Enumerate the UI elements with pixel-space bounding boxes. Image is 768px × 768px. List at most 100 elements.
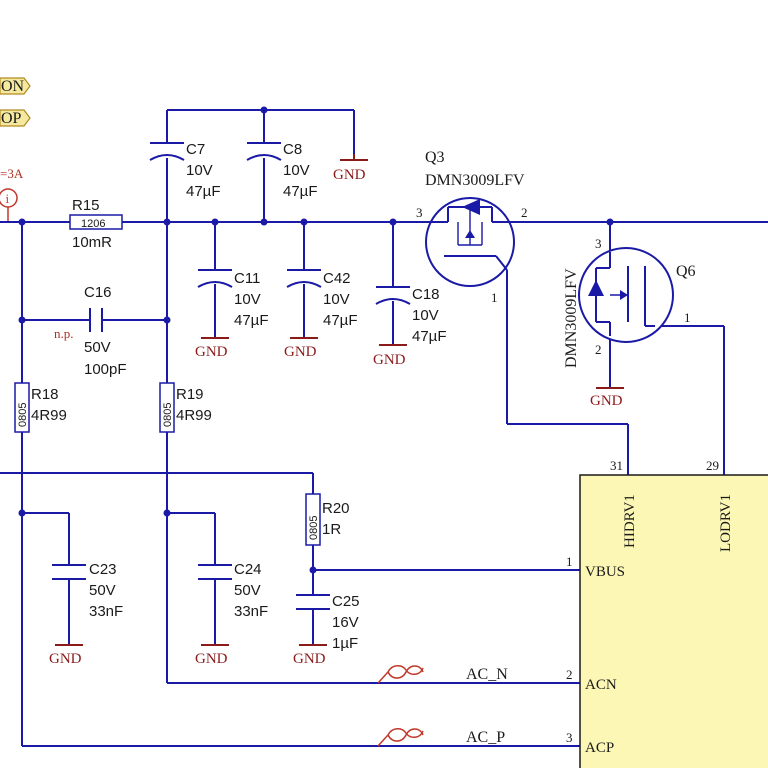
net-label-acn: AC_N <box>377 665 508 684</box>
capacitor-c24: C24 50V 33nF <box>198 561 268 620</box>
c8-voltage: 10V <box>283 162 310 179</box>
r19-ref: R19 <box>176 386 204 403</box>
c24-ref: C24 <box>234 561 262 578</box>
c42-value: 47µF <box>323 312 358 329</box>
net-acn-label: AC_N <box>466 666 508 683</box>
ground-symbol: GND <box>293 644 327 667</box>
gnd-label: GND <box>333 167 366 183</box>
capacitor-c8: C8 10V 47µF <box>246 141 318 200</box>
ic-pin-hidrv1-label: HIDRV1 <box>622 494 638 548</box>
r19-value: 4R99 <box>176 407 212 424</box>
ground-symbol: GND <box>49 644 83 667</box>
q3-pin-3: 3 <box>416 205 423 220</box>
capacitor-c25: C25 16V 1µF <box>296 593 360 652</box>
c11-value: 47µF <box>234 312 269 329</box>
capacitor-c7: C7 10V 47µF <box>149 141 221 200</box>
gnd-label: GND <box>195 344 228 360</box>
c18-voltage: 10V <box>412 307 439 324</box>
current-rating-label: =3A <box>0 166 24 181</box>
resistor-r15: 1206 R15 10mR <box>69 197 123 251</box>
ic-pin-acn-label: ACN <box>585 677 617 693</box>
net-flag-op: OP <box>0 109 31 127</box>
c42-ref: C42 <box>323 270 351 287</box>
r20-ref: R20 <box>322 500 350 517</box>
c25-ref: C25 <box>332 593 360 610</box>
c7-ref: C7 <box>186 141 205 158</box>
ic-pin-vbus-label: VBUS <box>585 564 625 580</box>
net-flag-on-label: ON <box>1 78 25 95</box>
charger-ic: 31 HIDRV1 29 LODRV1 1 VBUS 2 ACN 3 ACP <box>566 458 768 768</box>
current-probe-icon: i <box>0 188 18 222</box>
gnd-label: GND <box>195 651 228 667</box>
gnd-label: GND <box>284 344 317 360</box>
net-flag-op-label: OP <box>1 110 22 127</box>
c25-value: 1µF <box>332 635 358 652</box>
c16-ref: C16 <box>84 284 112 301</box>
r18-value: 4R99 <box>31 407 67 424</box>
q6-part-number: DMN3009LFV <box>563 268 580 368</box>
q3-ref: Q3 <box>425 149 445 166</box>
c23-voltage: 50V <box>89 582 116 599</box>
q3-pin-1: 1 <box>491 290 498 305</box>
gnd-label: GND <box>49 651 82 667</box>
r15-package: 1206 <box>81 218 105 230</box>
ground-symbol: GND <box>195 337 229 360</box>
c8-value: 47µF <box>283 183 318 200</box>
q3-part-number: DMN3009LFV <box>425 172 525 189</box>
c16-value: 100pF <box>84 361 127 378</box>
c24-voltage: 50V <box>234 582 261 599</box>
ic-pin-31: 31 <box>610 458 623 473</box>
c16-np-label: n.p. <box>54 326 74 341</box>
ground-symbol: GND <box>590 387 624 409</box>
net-acp-label: AC_P <box>466 729 505 746</box>
ground-symbol: GND <box>373 344 407 368</box>
net-flag-on: ON <box>0 77 31 95</box>
capacitor-c16: C16 n.p. 50V 100pF <box>54 284 127 378</box>
c7-voltage: 10V <box>186 162 213 179</box>
q6-pin-3: 3 <box>595 236 602 251</box>
ic-pin-1: 1 <box>566 554 573 569</box>
net-label-acp: AC_P <box>377 728 505 747</box>
current-probe-symbol: i <box>6 191 10 206</box>
r18-ref: R18 <box>31 386 59 403</box>
c18-ref: C18 <box>412 286 440 303</box>
c11-voltage: 10V <box>234 291 261 308</box>
capacitor-c18: C18 10V 47µF <box>375 286 447 345</box>
ground-symbol: GND <box>195 644 229 667</box>
q6-pin-2: 2 <box>595 342 602 357</box>
ic-pin-acp-label: ACP <box>585 740 614 756</box>
ic-pin-29: 29 <box>706 458 719 473</box>
c16-voltage: 50V <box>84 339 111 356</box>
ic-pin-2: 2 <box>566 667 573 682</box>
c18-value: 47µF <box>412 328 447 345</box>
c42-voltage: 10V <box>323 291 350 308</box>
mosfet-q6: 3 2 1 Q6 DMN3009LFV <box>563 236 696 368</box>
wires <box>0 109 768 747</box>
r18-package: 0805 <box>17 403 29 427</box>
gnd-label: GND <box>373 352 406 368</box>
resistor-r20: 0805 R20 1R <box>305 493 350 546</box>
q3-pin-2: 2 <box>521 205 528 220</box>
r15-ref: R15 <box>72 197 100 214</box>
mosfet-q3: 3 2 1 Q3 DMN3009LFV <box>410 149 528 305</box>
resistor-r19: 0805 R19 4R99 <box>159 382 212 433</box>
gnd-label: GND <box>590 393 623 409</box>
q6-pin-1: 1 <box>684 310 691 325</box>
c23-value: 33nF <box>89 603 123 620</box>
c8-ref: C8 <box>283 141 302 158</box>
capacitor-c42: C42 10V 47µF <box>286 269 358 329</box>
c7-value: 47µF <box>186 183 221 200</box>
q6-ref: Q6 <box>676 263 696 280</box>
c23-ref: C23 <box>89 561 117 578</box>
r15-value: 10mR <box>72 234 112 251</box>
c25-voltage: 16V <box>332 614 359 631</box>
ground-symbol: GND <box>284 337 318 360</box>
ic-pin-3: 3 <box>566 730 573 745</box>
ic-pin-lodrv1-label: LODRV1 <box>718 494 734 552</box>
r20-package: 0805 <box>308 516 320 540</box>
junction-dots <box>18 106 614 574</box>
c24-value: 33nF <box>234 603 268 620</box>
resistor-r18: 0805 R18 4R99 <box>14 382 67 433</box>
r20-value: 1R <box>322 521 341 538</box>
